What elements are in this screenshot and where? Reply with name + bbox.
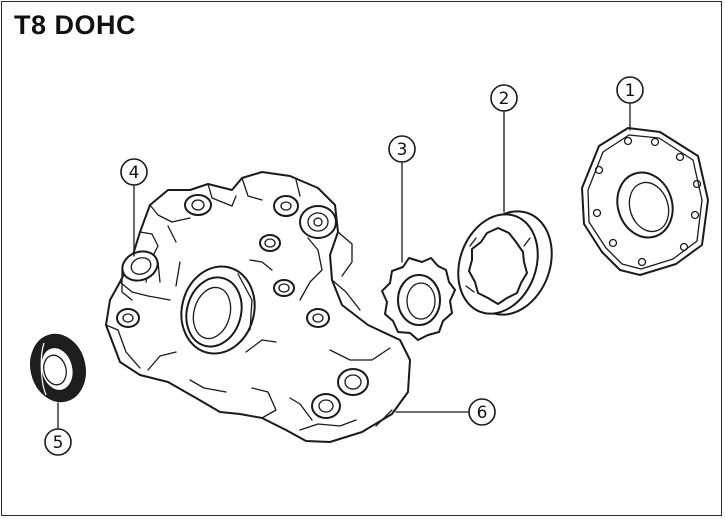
callout-3-label: 3 (397, 140, 408, 160)
callout-5: 5 (44, 428, 72, 456)
callout-5-label: 5 (53, 433, 64, 453)
leader-lines (57, 103, 631, 429)
part-3-inner-rotor-gear (381, 257, 456, 341)
callout-6: 6 (468, 398, 496, 426)
part-5-oil-seal (30, 333, 86, 403)
callout-3: 3 (388, 135, 416, 163)
diagram-title: T8 DOHC (14, 10, 137, 40)
part-6-oil-pump-housing (105, 171, 411, 443)
callout-2: 2 (490, 84, 518, 112)
callout-6-label: 6 (477, 403, 488, 423)
part-2-outer-rotor (457, 210, 553, 316)
callout-1: 1 (616, 76, 644, 104)
callout-4: 4 (120, 158, 148, 186)
callout-4-label: 4 (129, 163, 140, 183)
part-1-pump-cover-plate (581, 127, 709, 276)
callout-1-label: 1 (625, 81, 636, 101)
callout-2-label: 2 (499, 89, 510, 109)
